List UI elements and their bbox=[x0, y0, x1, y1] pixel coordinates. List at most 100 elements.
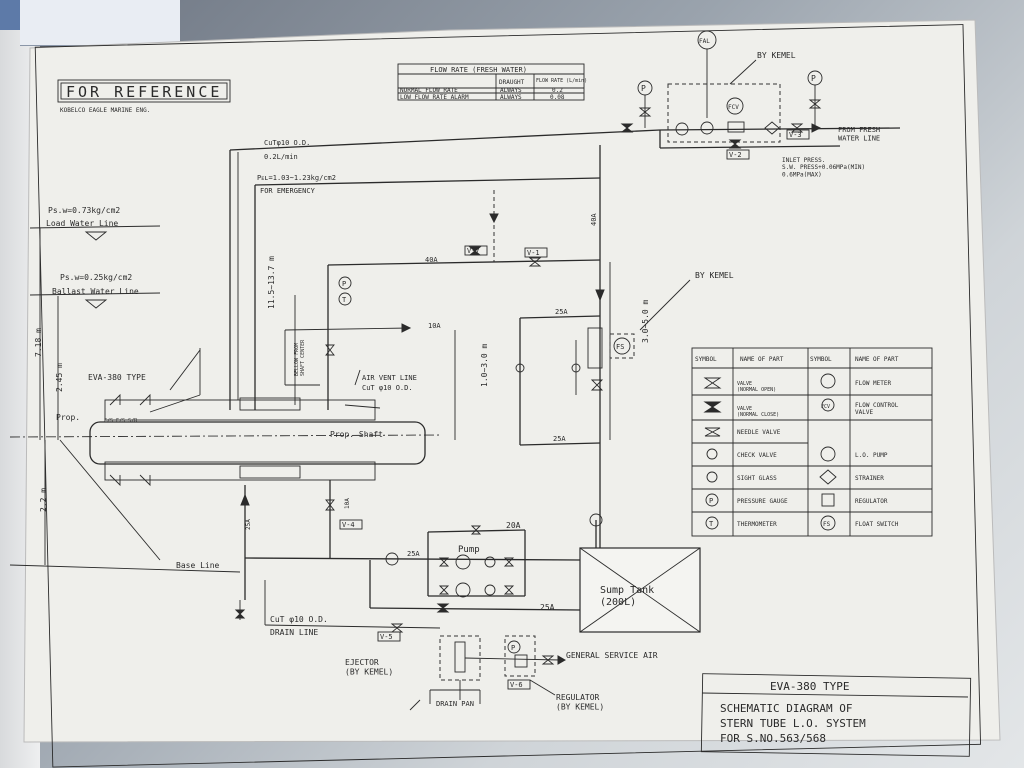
v7-label: V-7 bbox=[467, 247, 480, 255]
legend-h-name1: NAME OF PART bbox=[740, 356, 784, 363]
valve-closed-icon bbox=[620, 123, 634, 133]
ps-load: Ps.w=0.73kg/cm2 bbox=[48, 206, 120, 215]
dimension-lines bbox=[39, 152, 611, 565]
svg-text:P: P bbox=[641, 84, 646, 93]
load-water-line: Load Water Line bbox=[46, 219, 118, 228]
water-levels bbox=[29, 225, 161, 309]
dim-30-50: 3.0~5.0 m bbox=[641, 299, 650, 343]
size-25a-top: 25A bbox=[555, 308, 568, 316]
title-block bbox=[700, 673, 972, 757]
prop-label: Prop. bbox=[56, 413, 80, 422]
legend-r6-left: PRESSURE GAUGE bbox=[737, 498, 788, 505]
background-paper bbox=[20, 0, 180, 46]
legend-r4-left: CHECK VALVE bbox=[737, 452, 777, 459]
drain-pan-label: DRAIN PAN bbox=[436, 700, 474, 708]
flow-02: 0.2L/min bbox=[264, 153, 298, 161]
pressure-gauge-icon bbox=[507, 640, 521, 654]
base-line-label: Base Line bbox=[176, 561, 220, 570]
dim-718: 7.18 m bbox=[34, 328, 43, 357]
drawing-border bbox=[34, 24, 982, 768]
svg-text:FS: FS bbox=[823, 521, 831, 528]
legend-r5-left: SIGHT GLASS bbox=[737, 475, 777, 482]
flow-row2-rate: 0.08 bbox=[550, 94, 565, 101]
lo-pump-icon bbox=[455, 582, 471, 598]
sump-tank-label: Sump Tank (200L) bbox=[600, 585, 660, 608]
seal-marks: F/S F/S S/R bbox=[104, 418, 138, 424]
needle-valve-icon bbox=[325, 344, 335, 356]
kemel-package-boundary bbox=[667, 83, 781, 143]
float-switch-icon bbox=[613, 337, 631, 355]
base-line bbox=[9, 564, 241, 573]
cut10-air: CuT φ10 O.D. bbox=[362, 384, 413, 392]
size-25a-return: 25A bbox=[540, 603, 555, 612]
drain-line-label: DRAIN LINE bbox=[270, 628, 318, 637]
emergency-line bbox=[254, 145, 605, 548]
svg-text:T: T bbox=[342, 296, 347, 304]
stamp-text: FOR REFERENCE bbox=[66, 83, 222, 101]
svg-text:FCV: FCV bbox=[821, 404, 830, 410]
svg-text:P: P bbox=[709, 497, 713, 505]
flow-row1-draught: ALWAYS bbox=[500, 87, 522, 94]
cut10-drain: CuT φ10 O.D. bbox=[270, 615, 328, 624]
eva-type-label: EVA-380 TYPE bbox=[88, 373, 146, 382]
strainer-icon bbox=[764, 121, 780, 135]
size-25a-pump-in: 25A bbox=[407, 550, 420, 558]
stern-tube bbox=[9, 348, 441, 561]
title-line3: FOR S.NO.563/568 bbox=[720, 732, 826, 745]
legend-h-symbol1: SYMBOL bbox=[695, 356, 717, 363]
ejector-assembly: P bbox=[409, 635, 567, 711]
svg-text:FS: FS bbox=[616, 343, 624, 351]
valve-icon bbox=[790, 123, 804, 133]
valve-icon bbox=[808, 99, 822, 109]
flow-row2-name: LOW FLOW RATE ALARM bbox=[400, 94, 469, 101]
company-name: KOBELCO EAGLE MARINE ENG. bbox=[60, 107, 150, 114]
reference-stamp: FOR REFERENCE bbox=[57, 79, 231, 103]
v4-label: V-4 bbox=[342, 521, 355, 529]
dim-115: 11.5~13.7 m bbox=[267, 256, 276, 309]
title-type: EVA-380 TYPE bbox=[770, 680, 849, 693]
flow-header-draught: DRAUGHT bbox=[499, 79, 525, 86]
legend-r7-right: FLOAT SWITCH bbox=[855, 521, 899, 528]
flow-table-title: FLOW RATE (FRESH WATER) bbox=[430, 66, 527, 74]
lower-piping bbox=[234, 480, 603, 633]
strainer-icon bbox=[484, 556, 496, 568]
v1-label: V-1 bbox=[527, 249, 540, 257]
cut10-top: CuTφ10 O.D. bbox=[264, 139, 310, 147]
v3-label: V-3 bbox=[789, 131, 802, 139]
paper bbox=[23, 19, 1001, 743]
strainer-icon bbox=[484, 584, 496, 596]
flow-meter-icon bbox=[700, 121, 714, 135]
dim-245: 2.45 m bbox=[55, 363, 64, 392]
float-switch-loop: FS bbox=[515, 279, 691, 446]
valve-icon bbox=[638, 107, 652, 117]
regulator-icon bbox=[514, 654, 528, 668]
inlet-press: INLET PRESS. S.W. PRESS+0.06MPa(MIN)0.6M… bbox=[782, 157, 865, 178]
general-service-air: GENERAL SERVICE AIR bbox=[566, 651, 658, 660]
legend-r7-left: THERMOMETER bbox=[737, 521, 777, 528]
check-valve-icon bbox=[589, 513, 603, 527]
legend-r4-right: L.O. PUMP bbox=[855, 452, 888, 459]
title-line1: SCHEMATIC DIAGRAM OF bbox=[720, 702, 852, 715]
pel-label: Pᴇʟ=1.03~1.23kg/cm2 bbox=[257, 174, 336, 182]
flow-row1-rate: 0.2 bbox=[552, 87, 563, 94]
valve-icon bbox=[541, 655, 555, 665]
valve-icon bbox=[590, 379, 604, 391]
svg-text:FAL: FAL bbox=[699, 38, 710, 45]
size-25a-mid: 25A bbox=[553, 435, 566, 443]
fresh-water-supply-line: FAL FCV P P bbox=[229, 30, 901, 410]
legend-r5-right: STRAINER bbox=[855, 475, 884, 482]
air-vent-label: AIR VENT LINE bbox=[362, 374, 417, 382]
check-valve-icon bbox=[675, 122, 689, 136]
thermometer-icon bbox=[338, 292, 352, 306]
v6-label: V-6 bbox=[510, 681, 523, 689]
svg-text:P: P bbox=[511, 644, 515, 652]
by-kemel-top: BY KEMEL bbox=[757, 51, 796, 60]
ejector-label: EJECTOR (BY KEMEL) bbox=[345, 658, 393, 677]
valve-closed-icon bbox=[436, 603, 450, 613]
svg-text:P: P bbox=[811, 74, 816, 83]
title-line2: STERN TUBE L.O. SYSTEM bbox=[720, 717, 866, 730]
legend-r1-right: FLOW METER bbox=[855, 380, 892, 387]
size-20a: 20A bbox=[506, 521, 521, 530]
